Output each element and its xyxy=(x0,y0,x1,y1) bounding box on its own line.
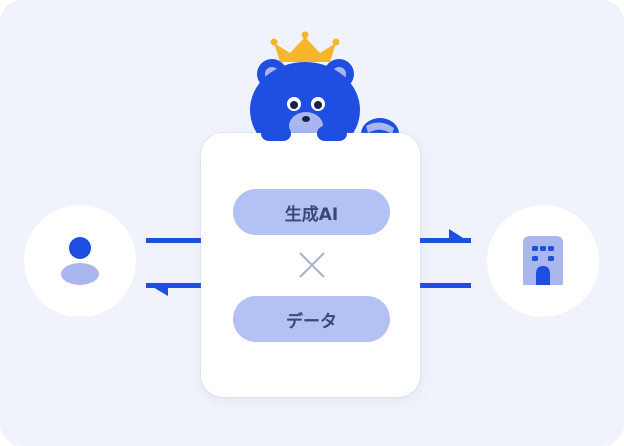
person-icon xyxy=(61,237,99,285)
generative-ai-pill: 生成AI xyxy=(233,189,390,235)
company-circle xyxy=(487,205,599,317)
arrow-right-left-top xyxy=(146,238,202,243)
arrow-right-right-top xyxy=(420,229,471,243)
arrow-left-right-bottom xyxy=(420,283,471,288)
building-icon xyxy=(523,236,563,285)
data-pill: データ xyxy=(233,296,390,342)
arrow-left-left-bottom xyxy=(146,283,202,296)
center-card xyxy=(201,133,420,397)
crown-icon xyxy=(270,31,340,62)
multiply-icon xyxy=(299,252,325,278)
user-circle xyxy=(24,205,136,317)
